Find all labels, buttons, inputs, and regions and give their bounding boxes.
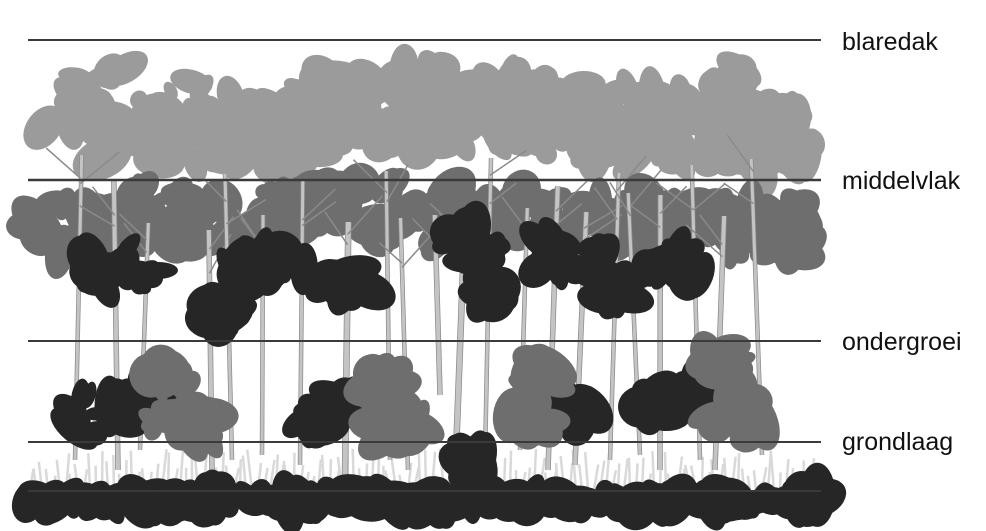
grass-blade	[771, 450, 774, 490]
layer-label-canopy: blaredak	[842, 30, 938, 55]
grass-blade	[754, 470, 756, 490]
grass-blade	[585, 452, 588, 490]
layer-label-middle: middelvlak	[842, 169, 960, 194]
layer-label-understory: ondergroei	[842, 330, 962, 355]
layer-label-ground: grondlaag	[842, 430, 953, 455]
ground-plants	[6, 327, 852, 531]
